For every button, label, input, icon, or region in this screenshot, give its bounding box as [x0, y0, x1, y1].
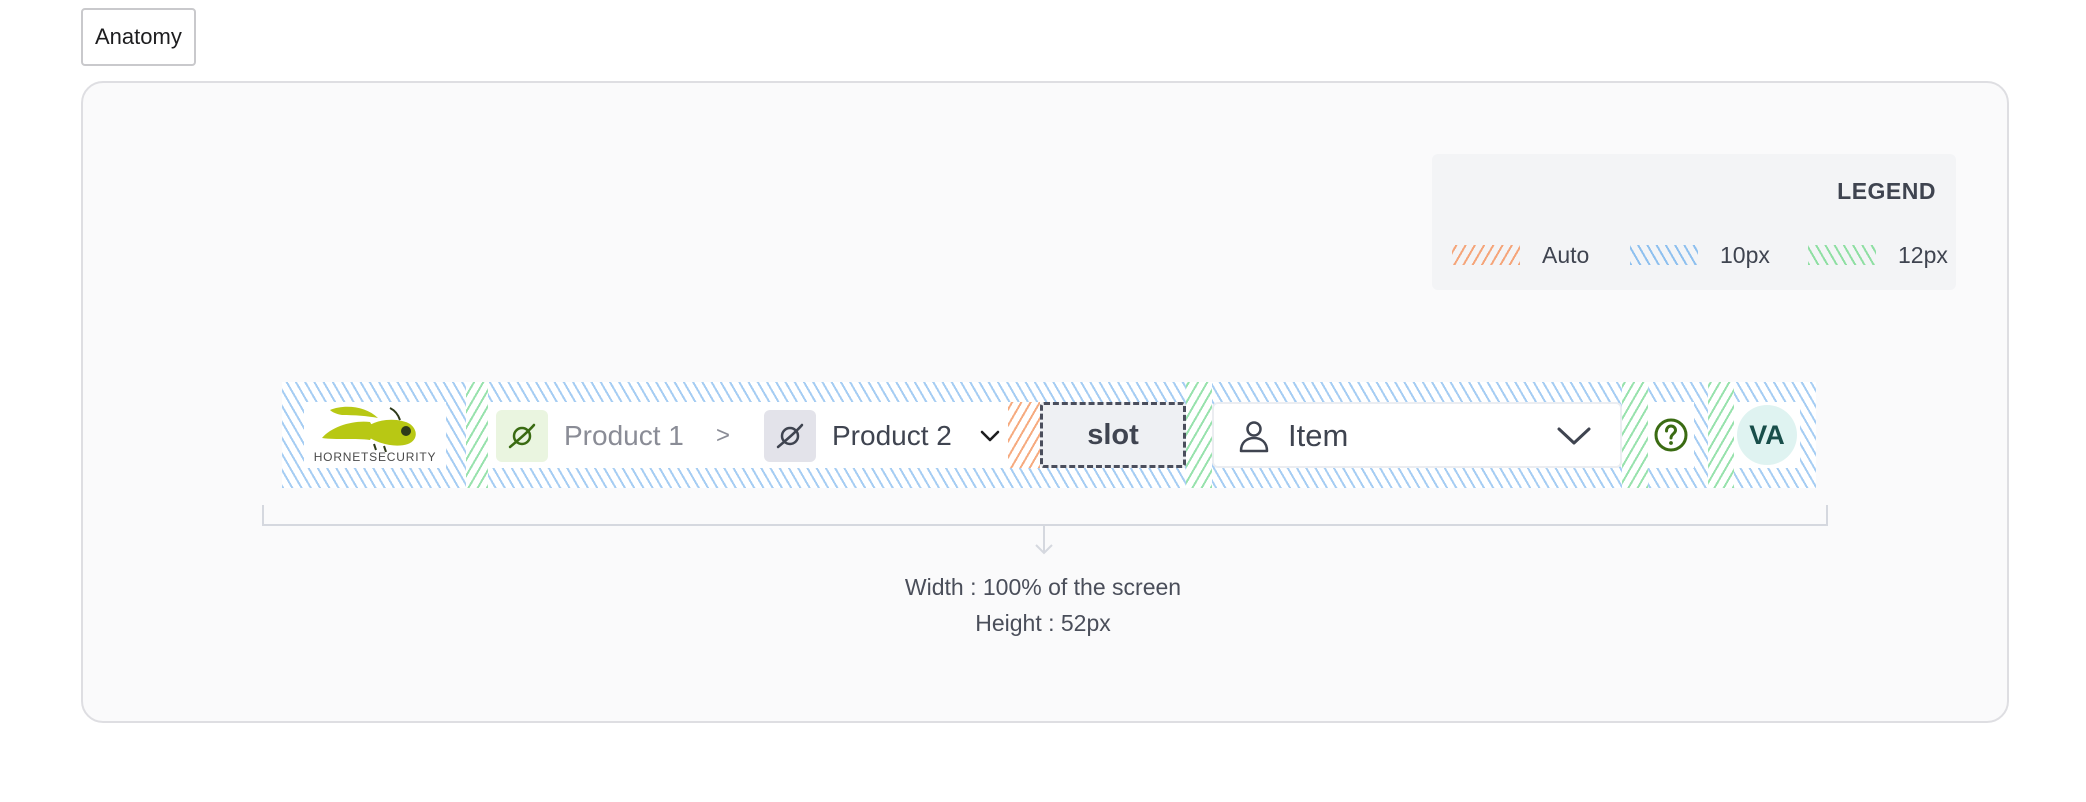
legend-label-10px: 10px: [1720, 241, 1770, 268]
spacing-12px-marker: [1708, 382, 1734, 488]
chevron-down-icon[interactable]: [978, 424, 1002, 448]
legend-label-auto: Auto: [1542, 241, 1590, 268]
legend-label-12px: 12px: [1898, 241, 1948, 268]
planet-icon: [508, 423, 536, 449]
height-spec: Height : 52px: [975, 610, 1111, 636]
legend-swatch-auto: [1452, 245, 1520, 265]
logo: HORNETSECURITY: [304, 402, 446, 468]
slot-placeholder: slot: [1040, 402, 1186, 468]
spacing-12px-marker: [1186, 382, 1212, 488]
avatar-container: VA: [1734, 402, 1800, 468]
avatar[interactable]: VA: [1737, 405, 1797, 465]
legend-item-12px: 12px: [1808, 238, 1948, 272]
breadcrumb-item-product-2-icon: [764, 410, 816, 462]
legend-title: LEGEND: [1837, 178, 1936, 204]
chevron-down-icon: [1557, 427, 1591, 445]
legend-swatch-12px: [1808, 245, 1876, 265]
user-icon: [1239, 421, 1269, 453]
planet-icon: [776, 423, 804, 449]
breadcrumb-item-product-1[interactable]: Product 1: [564, 420, 684, 451]
legend-item-10px: 10px: [1630, 238, 1770, 272]
breadcrumb-separator: >: [716, 422, 731, 449]
spacing-auto-marker: [1008, 402, 1040, 468]
help-button[interactable]: [1648, 402, 1694, 468]
tab-anatomy[interactable]: Anatomy: [81, 8, 196, 66]
width-spec: Width : 100% of the screen: [904, 574, 1182, 600]
legend-swatch-10px: [1630, 245, 1698, 265]
legend-item-auto: Auto: [1452, 238, 1589, 272]
help-icon: [1654, 418, 1688, 452]
breadcrumb-item-product-1-icon: [496, 410, 548, 462]
breadcrumb-item-product-2[interactable]: Product 2: [832, 420, 952, 451]
spacing-12px-marker: [466, 382, 488, 488]
legend: LEGEND Auto 10px 12px: [1432, 154, 1956, 290]
item-select-label: Item: [1288, 418, 1349, 453]
spacing-12px-marker: [1622, 382, 1648, 488]
header-bar-anatomy: HORNETSECURITY Product 1 > Product 2 slo…: [282, 382, 1816, 488]
width-dimension-bracket: [262, 505, 1828, 555]
hornet-logo-icon: [322, 406, 416, 453]
logo-wordmark: HORNETSECURITY: [313, 450, 437, 464]
breadcrumb: Product 1 > Product 2: [488, 402, 1008, 468]
item-select[interactable]: Item: [1212, 402, 1622, 468]
